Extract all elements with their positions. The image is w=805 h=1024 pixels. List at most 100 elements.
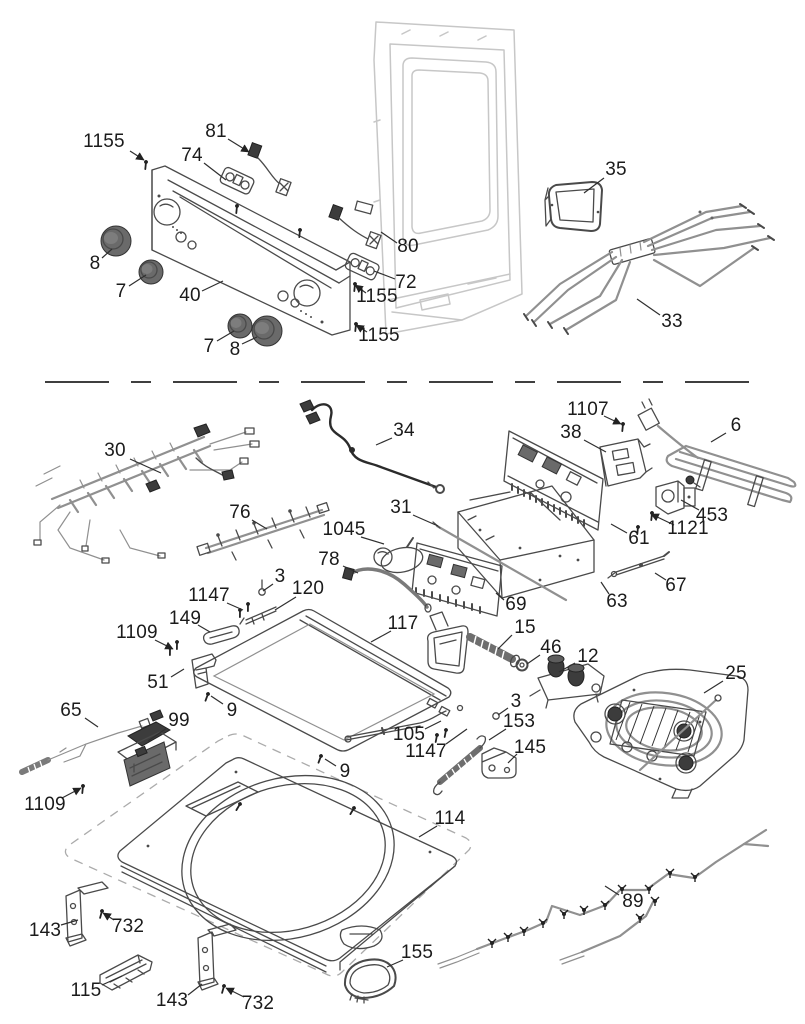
part-callout-40: 40 bbox=[179, 285, 201, 306]
part-51-bracket-drawing bbox=[191, 653, 217, 689]
part-callout-3: 3 bbox=[510, 691, 522, 712]
leader-line-40 bbox=[201, 280, 224, 292]
part-38-cover-drawing bbox=[599, 438, 653, 487]
leader-line-1121 bbox=[650, 513, 675, 526]
leader-line-31 bbox=[412, 514, 439, 527]
leader-line-7 bbox=[216, 330, 235, 342]
part-149-clip-drawing bbox=[202, 625, 240, 645]
leader-line-114 bbox=[418, 825, 438, 838]
leader-line-8 bbox=[101, 248, 113, 259]
leader-line-15 bbox=[497, 634, 513, 650]
part-callout-31: 31 bbox=[390, 497, 412, 518]
leader-line-69 bbox=[495, 592, 505, 601]
part-callout-1121: 1121 bbox=[667, 518, 709, 539]
part-callout-63: 63 bbox=[606, 591, 628, 612]
part-callout-25: 25 bbox=[725, 663, 747, 684]
part-callout-143: 143 bbox=[28, 920, 62, 941]
leader-line-732 bbox=[102, 912, 115, 921]
part-callout-99: 99 bbox=[168, 710, 190, 731]
part-69-board-drawing bbox=[411, 542, 503, 617]
part-1045-capacitor-drawing bbox=[373, 537, 424, 574]
leader-line-51 bbox=[170, 668, 185, 678]
leader-line-25 bbox=[703, 680, 724, 694]
leader-line-65 bbox=[84, 717, 99, 728]
part-99-lid-lock-drawing bbox=[117, 721, 177, 787]
leader-line-63 bbox=[600, 581, 610, 595]
leader-line-34 bbox=[375, 437, 393, 446]
part-117-lid-drawing bbox=[193, 608, 452, 752]
leader-line-145 bbox=[507, 753, 518, 764]
part-callout-732: 732 bbox=[111, 916, 145, 937]
leader-line-80 bbox=[380, 231, 398, 244]
part-453-bracket-drawing bbox=[655, 480, 696, 515]
leader-line-1109 bbox=[61, 787, 82, 799]
part-callout-7: 7 bbox=[203, 336, 215, 357]
part-callout-33: 33 bbox=[661, 311, 683, 332]
part-35-cover-drawing bbox=[544, 181, 603, 232]
leader-line-67 bbox=[654, 572, 667, 581]
part-callout-8: 8 bbox=[229, 339, 241, 360]
part-callout-1147: 1147 bbox=[405, 741, 447, 762]
part-6-power-cord-drawing bbox=[637, 398, 797, 508]
leader-line-9 bbox=[324, 758, 337, 767]
part-65-wire-drawing bbox=[19, 709, 164, 775]
part-callout-3: 3 bbox=[274, 566, 286, 587]
part-12-water-valve-drawing bbox=[529, 654, 605, 709]
part-143-bracket-bottom bbox=[197, 923, 237, 991]
leader-line-117 bbox=[370, 630, 392, 643]
part-115-rail-drawing bbox=[99, 954, 153, 991]
part-callout-69: 69 bbox=[505, 594, 527, 615]
part-callout-732: 732 bbox=[241, 993, 275, 1014]
leader-line-33 bbox=[636, 298, 661, 316]
part-callout-78: 78 bbox=[318, 549, 340, 570]
part-callout-9: 9 bbox=[226, 700, 238, 721]
part-callout-80: 80 bbox=[397, 236, 419, 257]
leader-line-153 bbox=[488, 728, 507, 741]
part-callout-46: 46 bbox=[540, 637, 562, 658]
part-callout-65: 65 bbox=[60, 700, 82, 721]
leader-line-72 bbox=[373, 270, 396, 280]
part-34-wire-harness-drawing bbox=[299, 399, 445, 494]
part-74-board-drawing bbox=[219, 166, 255, 195]
leader-line-120 bbox=[274, 596, 297, 611]
part-callout-35: 35 bbox=[605, 159, 627, 180]
leader-line-74 bbox=[203, 162, 227, 181]
part-callout-1107: 1107 bbox=[567, 399, 609, 420]
leader-line-61 bbox=[610, 523, 628, 534]
leader-line-46 bbox=[526, 654, 541, 665]
part-callout-143: 143 bbox=[155, 990, 189, 1011]
part-callout-67: 67 bbox=[665, 575, 687, 596]
part-callout-149: 149 bbox=[168, 608, 202, 629]
leader-line-1109 bbox=[154, 639, 174, 650]
part-callout-12: 12 bbox=[577, 646, 599, 667]
part-callout-1045: 1045 bbox=[322, 519, 366, 540]
leader-line-35 bbox=[583, 177, 605, 194]
part-callout-114: 114 bbox=[434, 808, 466, 829]
leader-line-1045 bbox=[360, 536, 385, 545]
part-callout-61: 61 bbox=[628, 528, 650, 549]
part-callout-30: 30 bbox=[104, 440, 126, 461]
part-callout-38: 38 bbox=[560, 422, 582, 443]
leader-line-1107 bbox=[603, 415, 622, 425]
part-46-nut-drawing bbox=[515, 658, 529, 672]
leader-line-155 bbox=[386, 959, 404, 968]
part-114-top-panel-drawing bbox=[64, 733, 472, 977]
part-15-fill-funnel-drawing bbox=[426, 611, 521, 674]
part-72-board-drawing bbox=[344, 252, 380, 281]
part-25-dispenser-drawing bbox=[573, 668, 749, 799]
leader-line-38 bbox=[583, 439, 607, 453]
part-7-knob-small-left bbox=[138, 259, 164, 285]
part-callout-117: 117 bbox=[387, 613, 419, 634]
leader-line-453 bbox=[680, 499, 700, 511]
part-callout-7: 7 bbox=[115, 281, 127, 302]
part-callout-145: 145 bbox=[513, 737, 547, 758]
leader-line-12 bbox=[558, 662, 576, 673]
part-callout-72: 72 bbox=[395, 272, 417, 293]
part-callout-105: 105 bbox=[392, 724, 426, 745]
part-120-link-drawing bbox=[239, 606, 277, 625]
leader-line-6 bbox=[710, 432, 727, 443]
leader-line-1147 bbox=[226, 602, 244, 611]
part-callout-1155: 1155 bbox=[83, 131, 125, 152]
part-callout-1155: 1155 bbox=[358, 325, 400, 346]
